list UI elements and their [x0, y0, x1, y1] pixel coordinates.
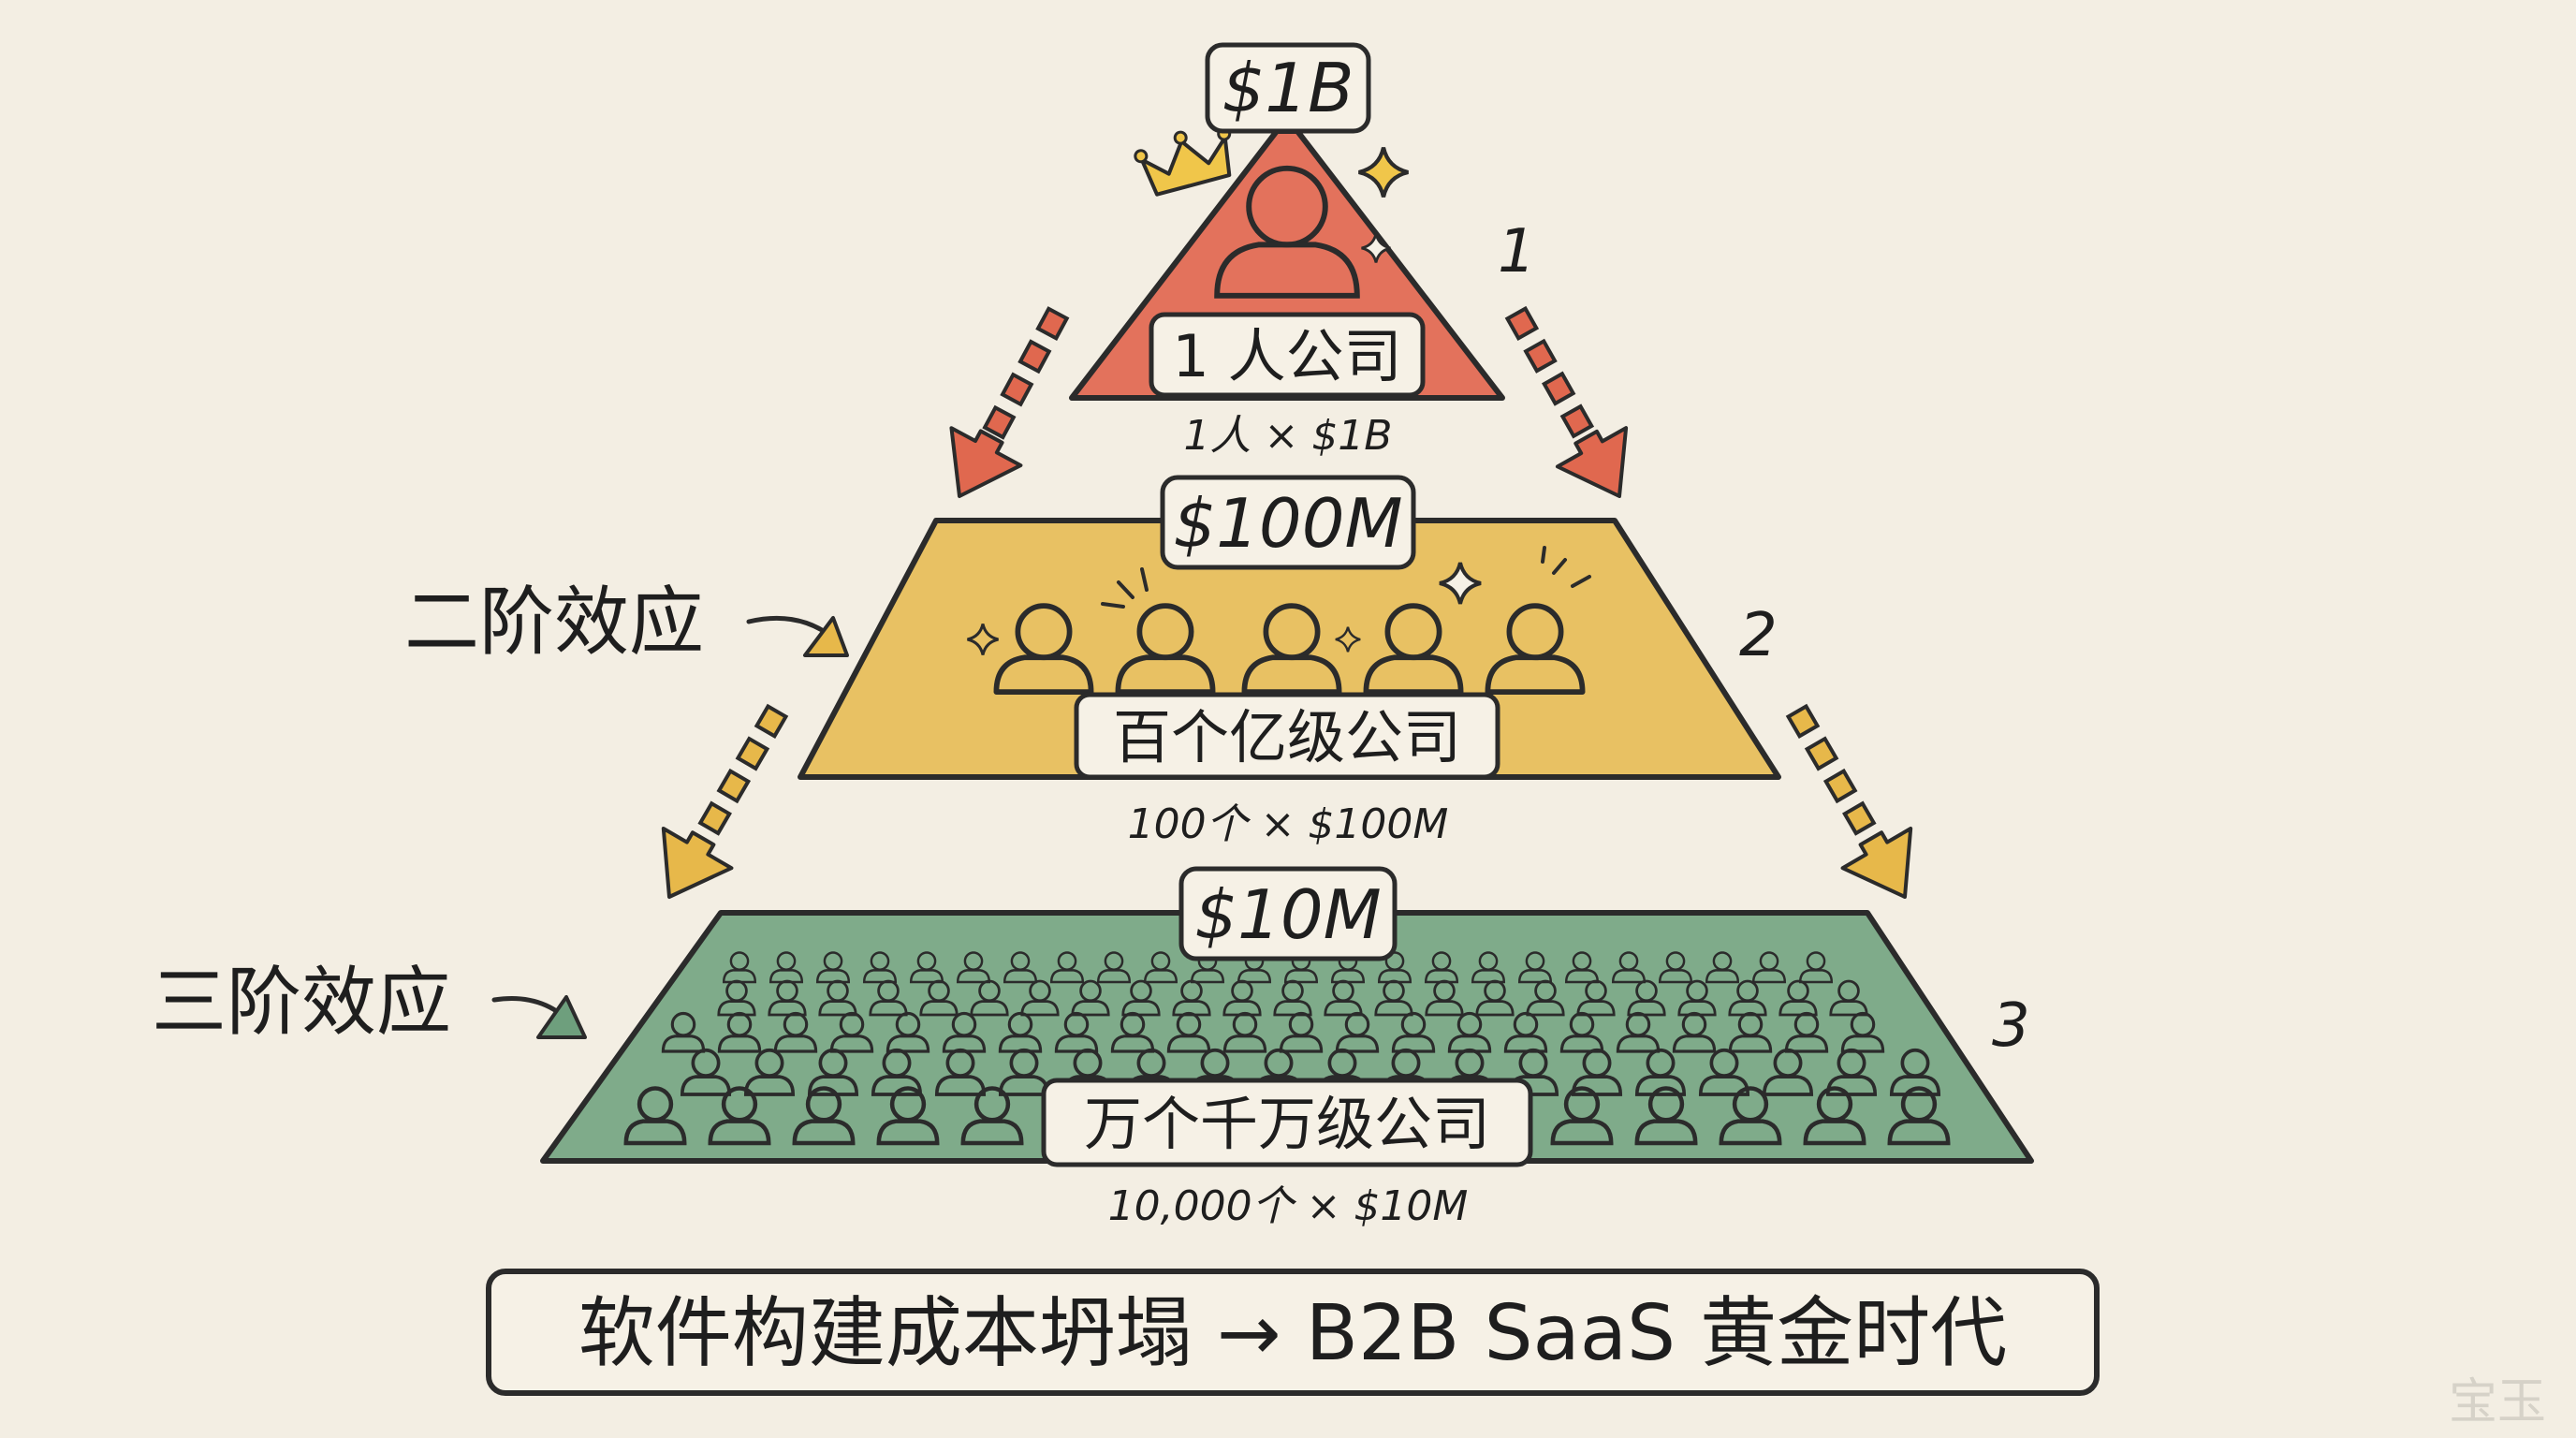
arrow-dash — [1035, 306, 1070, 342]
tier-3-name: 万个千万级公司 — [1084, 1090, 1490, 1158]
arrow-dash — [697, 800, 732, 836]
arrow-dash — [735, 736, 770, 771]
tier-3-price-tag: $10M — [1178, 866, 1398, 961]
banner-text: 软件构建成本坍塌 → B2B SaaS 黄金时代 — [578, 1289, 2007, 1378]
arrow-dash — [1804, 736, 1839, 771]
arrow-dash — [1542, 371, 1576, 406]
arrow-icon — [949, 426, 1023, 498]
tier-1-price-tag: $1B — [1205, 42, 1371, 134]
level-2-number: 2 — [1739, 601, 1778, 670]
arrow-icon — [1840, 827, 1913, 899]
arrow-dash — [1000, 372, 1034, 407]
bottom-banner: 软件构建成本坍塌 → B2B SaaS 黄金时代 — [486, 1269, 2100, 1396]
tier-2-price: $100M — [1173, 484, 1402, 563]
tier-1-name: 1 人公司 — [1172, 322, 1401, 390]
tier-3-name-tag: 万个千万级公司 — [1041, 1078, 1533, 1167]
tier-1-formula: 1人 × $1B — [1183, 412, 1392, 460]
arrow-dash — [1842, 800, 1877, 836]
arrow-dash — [1017, 339, 1052, 374]
arrow-icon — [661, 827, 734, 899]
second-order-effect-label: 二阶效应 — [404, 579, 704, 666]
arrow-dash — [1523, 338, 1558, 374]
signature-watermark: 宝玉 — [2449, 1374, 2546, 1431]
sparkle-icon — [1359, 148, 1409, 198]
sparkle-icon — [1101, 546, 1591, 609]
arrow-dash — [716, 768, 752, 804]
tier-2-name-tag: 百个亿级公司 — [1074, 692, 1500, 780]
crown-icon — [1134, 126, 1232, 197]
tier-2-formula: 100个 × $100M — [1128, 800, 1449, 848]
arrow-dash — [754, 703, 789, 740]
arrow-dash — [1785, 703, 1821, 740]
tier-1-person-icon — [1214, 165, 1360, 299]
level-3-number: 3 — [1992, 991, 2030, 1061]
tier-1-name-tag: 1 人公司 — [1149, 312, 1426, 398]
third-order-effect-label: 三阶效应 — [152, 959, 451, 1046]
tier-2-name: 百个亿级公司 — [1113, 703, 1461, 771]
arrow-icon — [746, 615, 849, 657]
arrow-icon — [491, 995, 587, 1039]
arrow-dash — [1559, 404, 1595, 439]
arrow-dash — [1822, 768, 1858, 804]
arrow-icon — [1555, 426, 1629, 498]
tier-2-price-tag: $100M — [1160, 475, 1416, 570]
flow-arrows — [661, 305, 1913, 899]
tier-1-price: $1B — [1222, 49, 1354, 127]
arrow-dash — [1504, 305, 1540, 342]
level-1-number: 1 — [1498, 217, 1536, 286]
tier-3-price: $10M — [1194, 875, 1382, 954]
arrow-dash — [982, 404, 1017, 440]
tier-3-formula: 10,000个 × $10M — [1108, 1182, 1469, 1230]
